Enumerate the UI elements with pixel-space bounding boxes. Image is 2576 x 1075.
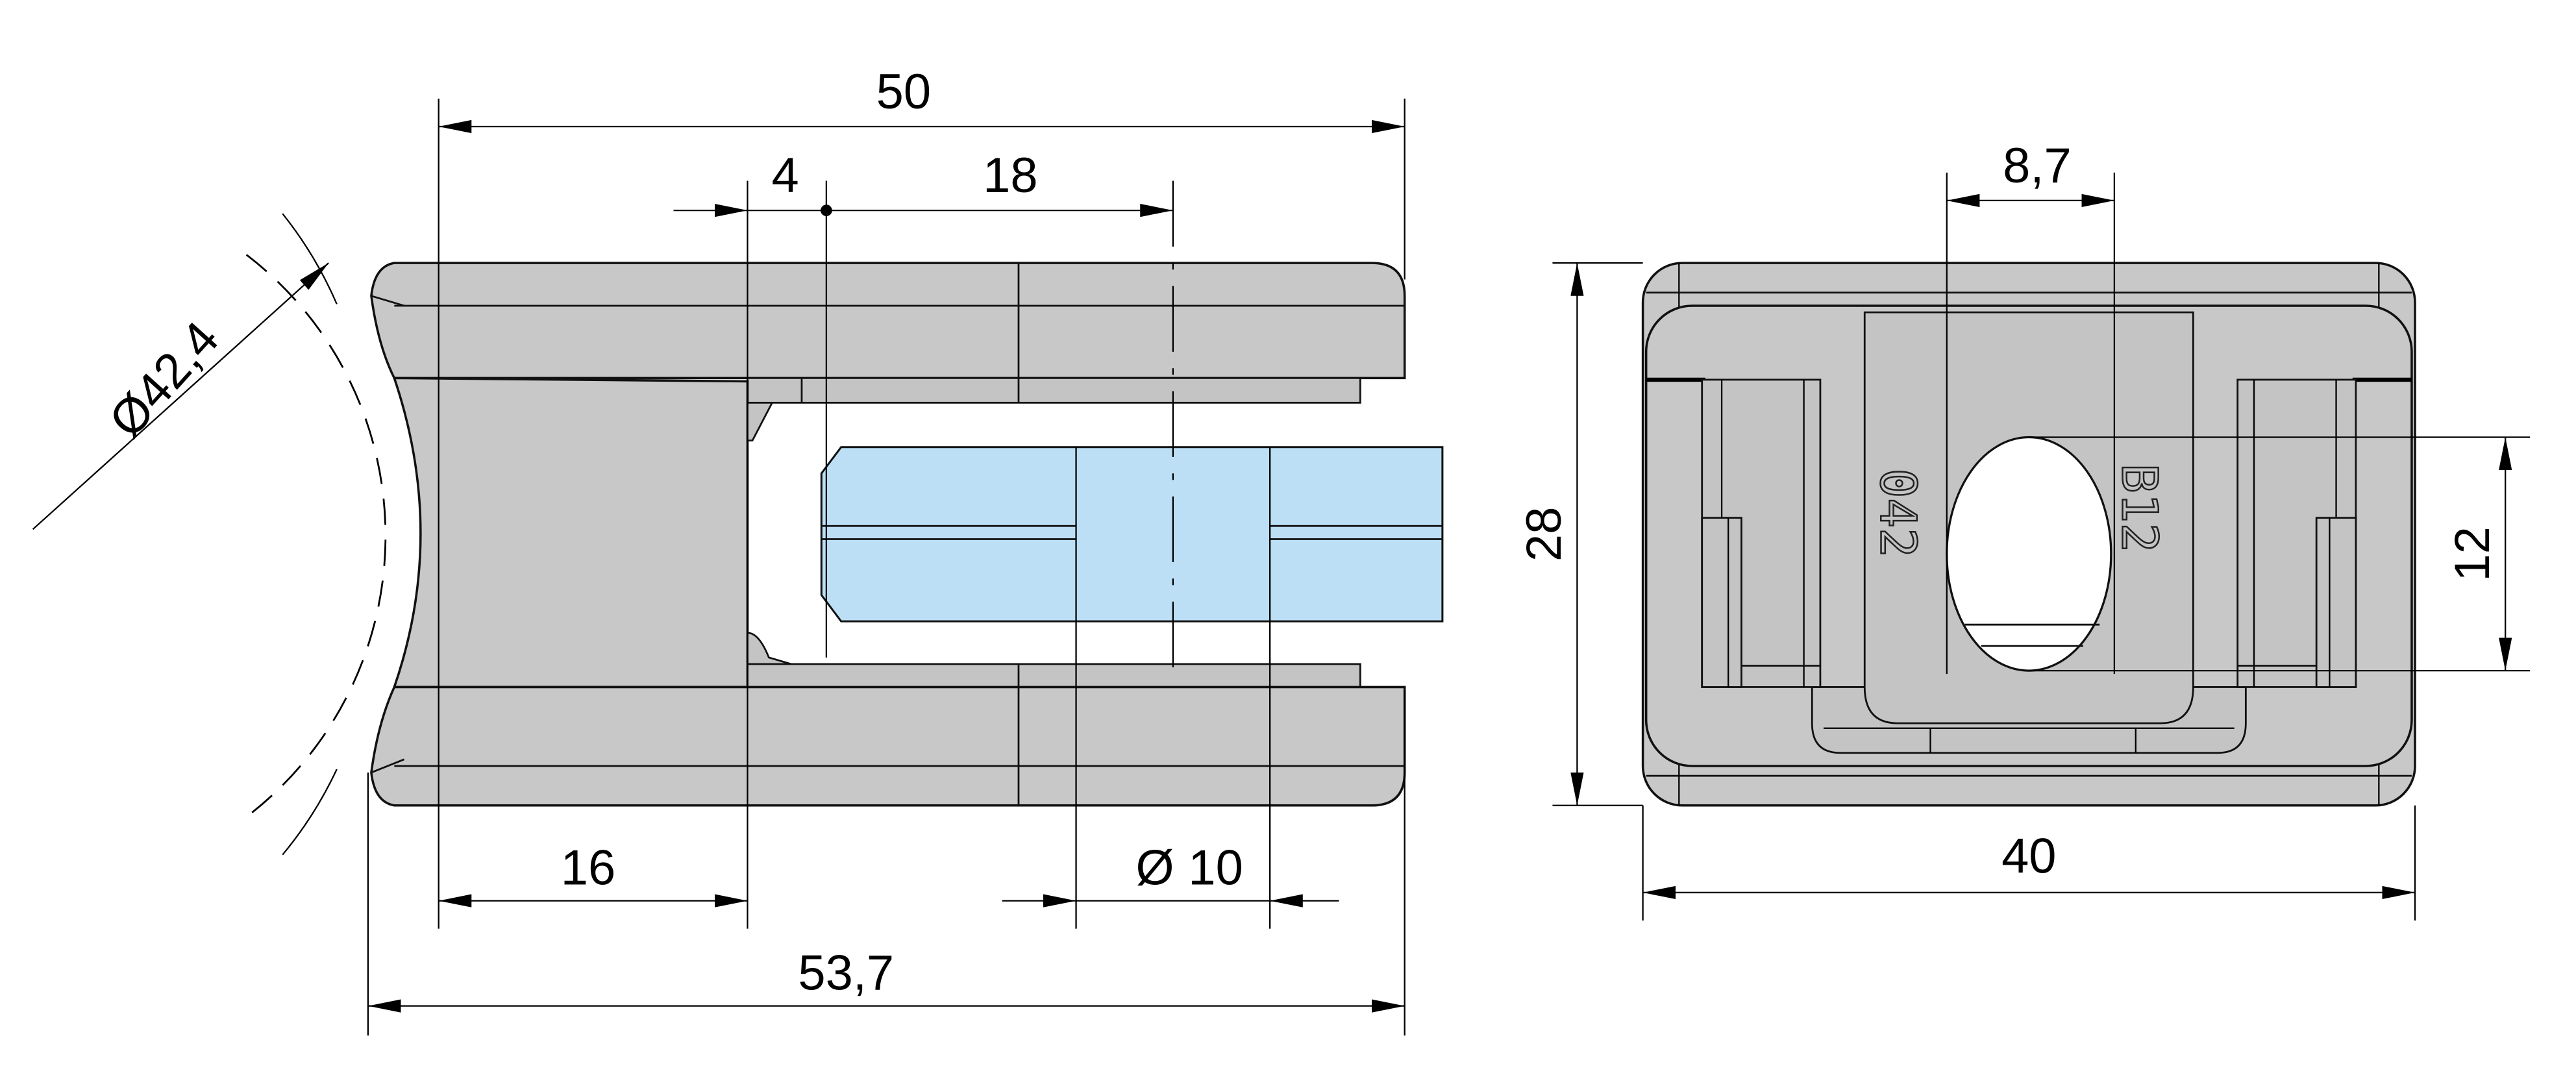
dim-label-hole-diameter: 10 [1188,840,1243,895]
engraving-b12: B12 [2111,463,2168,552]
dim-label-offset: 4 [772,148,799,203]
dim-label-tube-diameter: Ø42,4 [99,311,230,448]
engraving-042: 042 [1870,469,1927,558]
dim-label-hole-position: 18 [983,148,1037,203]
left-glass-slot [1701,378,1822,688]
dim-leader-tube-diameter [32,262,329,530]
right-glass-slot [2236,378,2357,688]
dim-label-total-length: 53,7 [798,945,894,1000]
top-flange [370,262,1406,380]
front-view: B12 042 8,7 28 12 40 [1517,138,2531,921]
dim-dot [821,204,832,216]
dim-label-width: 40 [2001,829,2056,884]
top-chamfer [371,295,404,307]
bottom-inner-step [747,663,1361,690]
side-view: 50 4 18 Ø42,4 16 Ø 10 53,7 [32,64,1444,1036]
oval-hole [1946,436,2112,672]
tube-outline-arc-lower [282,769,338,856]
dim-label-clamp-depth: 16 [561,840,615,895]
dim-label-diameter-symbol: Ø [1135,840,1174,895]
bottom-flange [370,686,1406,807]
dim-label-height: 28 [1517,507,1572,562]
tube-outline-arc [282,213,338,304]
body-lip-bottom [747,632,797,667]
dim-label-overall-width: 50 [876,64,931,119]
tube-outline-dashed [245,254,387,818]
glass-panel [820,446,1444,623]
bottom-chamfer [371,758,405,774]
body-lip-top [747,401,774,441]
top-inner-step [747,377,1361,404]
dim-label-hole-width: 8,7 [2003,138,2072,193]
clamp-body [392,377,749,689]
dim-label-hole-height: 12 [2445,526,2500,581]
